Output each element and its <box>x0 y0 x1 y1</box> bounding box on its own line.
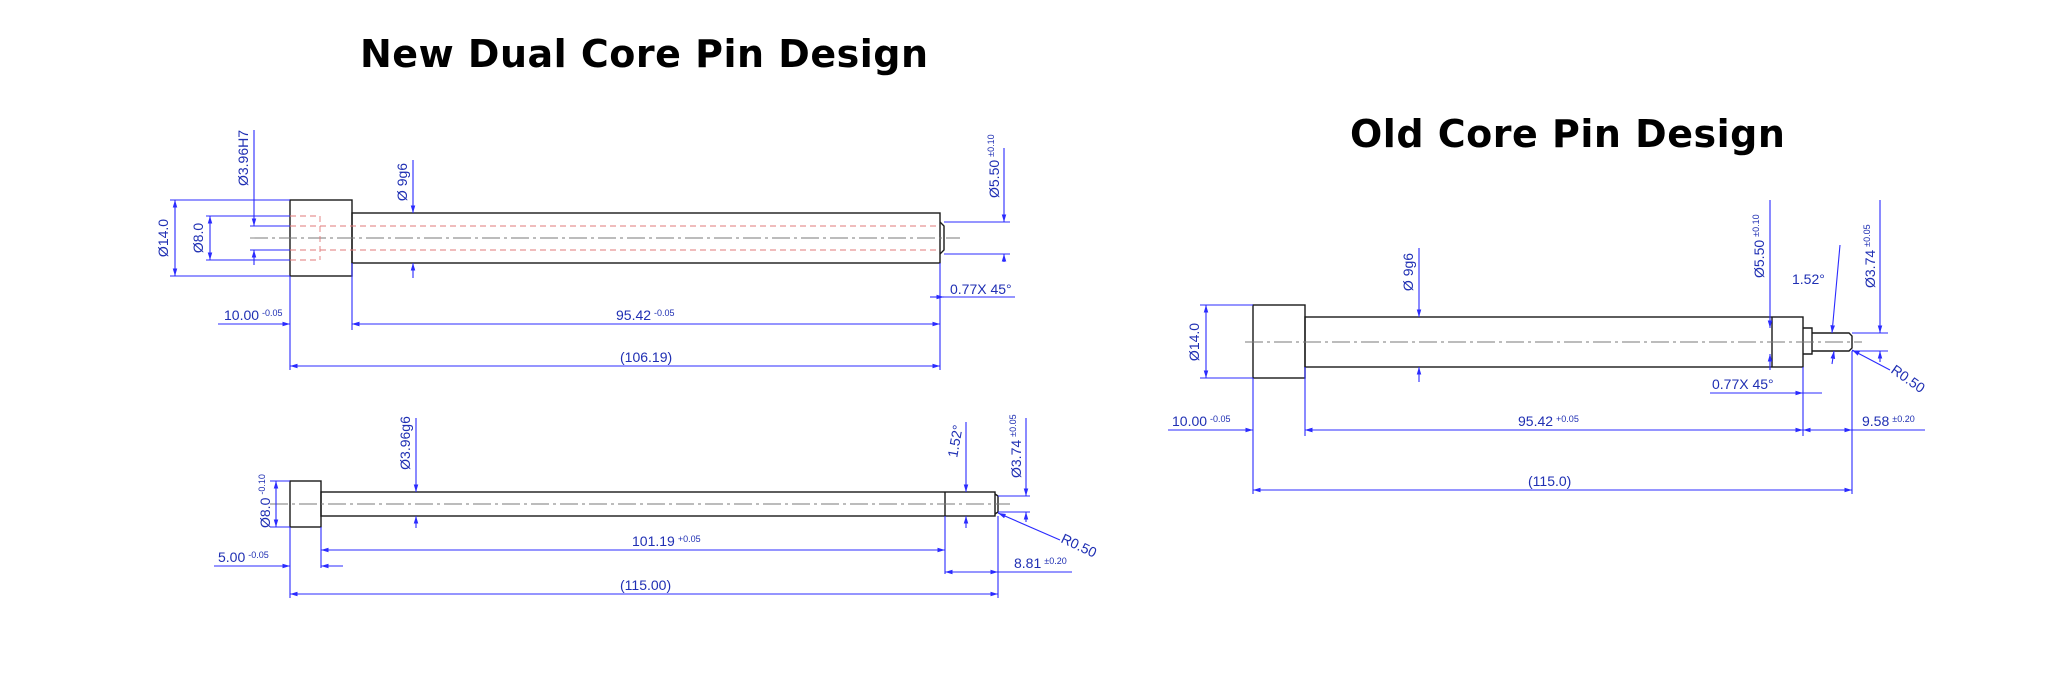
second-pin-shaft-label: Ø3.96g6 <box>397 416 413 470</box>
old-pin-tip-length-label: 9.58±0.20 <box>1862 413 1915 429</box>
new-pin-hole-label: Ø3.96H7 <box>235 130 251 186</box>
old-pin-shaft <box>1304 316 1804 368</box>
old-pin-body-length-label: 95.42+0.05 <box>1518 413 1579 429</box>
old-pin-angle-label: 1.52° <box>1792 271 1825 287</box>
second-pin-head-d-label: Ø8.0-0.10 <box>257 474 273 528</box>
new-pin-d8-label: Ø8.0 <box>190 223 206 254</box>
old-pin-step-label: Ø5.50±0.10 <box>1751 214 1767 278</box>
second-pin-total-length-label: (115.00) <box>620 577 671 593</box>
old-pin-tip-label: Ø3.74±0.05 <box>1862 224 1878 288</box>
old-pin-drawing: Ø14.0 Ø 9g6 Ø5.50±0.10 1.52° Ø3.74±0.05 … <box>1168 200 1928 494</box>
old-pin-chamfer-label: 0.77X 45° <box>1712 376 1774 392</box>
second-pin-tip-length-label: 8.81±0.20 <box>1014 555 1067 571</box>
second-pin-head-length-label: 5.00-0.05 <box>218 549 269 565</box>
old-pin-radius-label: R0.50 <box>1888 361 1928 396</box>
new-pin-total-length-label: (106.19) <box>620 349 672 365</box>
second-pin-drawing: Ø8.0-0.10 Ø3.96g6 1.52° Ø3.74±0.05 R0.50… <box>214 414 1100 598</box>
title-old-design: Old Core Pin Design <box>1350 112 1786 156</box>
new-pin-tip-label: Ø5.50±0.10 <box>986 134 1002 198</box>
old-pin-tip <box>1812 332 1853 352</box>
second-pin-tip-label: Ø3.74±0.05 <box>1008 414 1024 478</box>
new-pin-shaft-label: Ø 9g6 <box>394 163 410 201</box>
new-pin-tip <box>939 221 945 255</box>
new-pin-body-length-label: 95.42-0.05 <box>616 307 675 323</box>
old-pin-d14-label: Ø14.0 <box>1186 323 1202 361</box>
new-pin-head-length-label: 10.00-0.05 <box>224 307 283 323</box>
old-pin-shaft-label: Ø 9g6 <box>1400 253 1416 291</box>
new-pin-d14-label: Ø14.0 <box>155 219 171 257</box>
old-pin-head <box>1252 304 1306 379</box>
new-pin-drawing: Ø14.0 Ø8.0 Ø3.96H7 Ø 9g6 Ø5.50±0.10 0.77… <box>155 130 1015 370</box>
new-pin-chamfer-label: 0.77X 45° <box>950 281 1012 297</box>
title-new-design: New Dual Core Pin Design <box>360 32 929 76</box>
old-pin-head-length-label: 10.00-0.05 <box>1172 413 1231 429</box>
old-pin-total-length-label: (115.0) <box>1528 473 1571 489</box>
second-pin-body-length-label: 101.19+0.05 <box>632 533 701 549</box>
second-pin-angle-label: 1.52° <box>944 424 965 459</box>
